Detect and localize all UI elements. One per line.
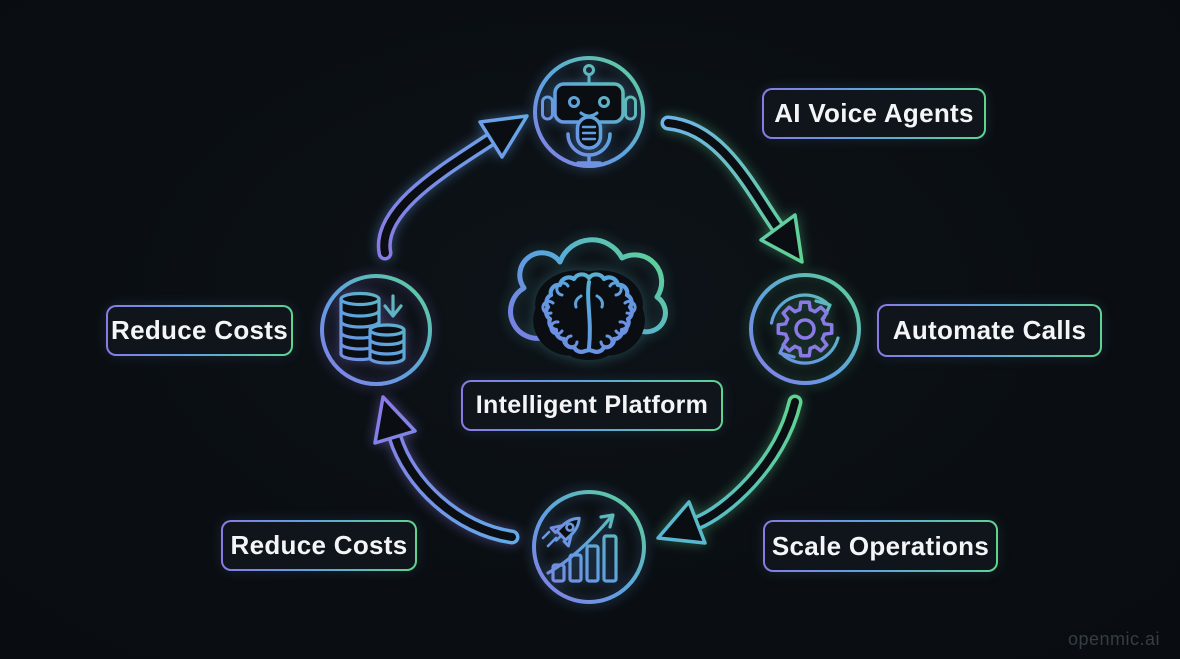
label-text: Reduce Costs bbox=[111, 315, 288, 345]
down-arrow bbox=[383, 294, 403, 318]
cloud-outline bbox=[508, 237, 668, 341]
icon-circle bbox=[749, 273, 861, 385]
label-text: Reduce Costs bbox=[230, 530, 408, 560]
label-text: Intelligent Platform bbox=[475, 391, 709, 419]
microphone bbox=[566, 115, 612, 165]
brain-right-half bbox=[586, 272, 637, 354]
icon-circle bbox=[532, 490, 646, 604]
brain-cloud-icon bbox=[508, 237, 668, 360]
label-ai-voice-agents: AI Voice Agents bbox=[762, 88, 986, 139]
label-reduce-costs-bottom: Reduce Costs bbox=[221, 520, 417, 571]
rocket-growth-icon bbox=[532, 490, 646, 604]
brain-left-half bbox=[541, 272, 592, 354]
watermark-text: openmic.ai bbox=[1067, 629, 1160, 649]
icon-circle bbox=[533, 56, 645, 168]
gear-sync-icon bbox=[749, 273, 861, 385]
label-text: Scale Operations bbox=[771, 530, 990, 561]
label-reduce-costs-left: Reduce Costs bbox=[106, 305, 293, 356]
flow-arrow-top-to-right bbox=[660, 115, 804, 264]
flow-arrow-bottom-to-left bbox=[373, 395, 520, 545]
label-text: AI Voice Agents bbox=[774, 98, 974, 128]
label-intelligent-platform: Intelligent Platform bbox=[461, 380, 723, 431]
flow-arrow-left-to-top bbox=[376, 114, 529, 261]
coin-stack-short bbox=[368, 323, 406, 365]
coins-decrease-icon bbox=[320, 274, 432, 386]
label-scale-operations: Scale Operations bbox=[763, 520, 998, 572]
flow-arrow-right-to-bottom bbox=[656, 394, 803, 545]
label-text: Automate Calls bbox=[892, 315, 1087, 345]
robot-voice-icon bbox=[533, 56, 645, 168]
brain-center-line bbox=[586, 280, 592, 350]
icon-circle bbox=[320, 274, 432, 386]
label-automate-calls: Automate Calls bbox=[877, 304, 1102, 357]
rocket bbox=[549, 516, 581, 548]
